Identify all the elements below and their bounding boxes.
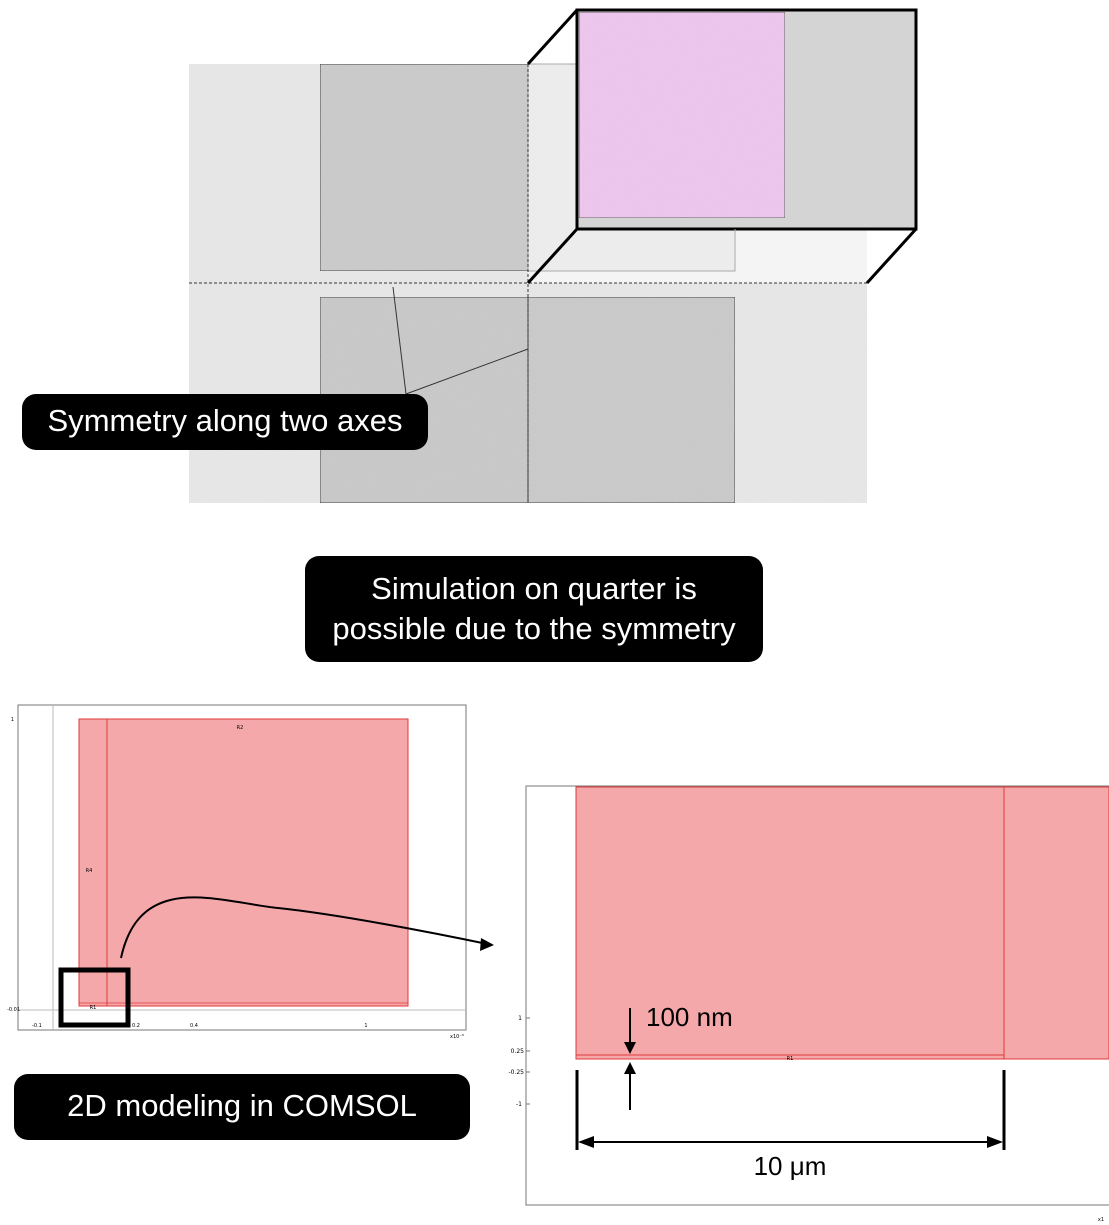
symmetry-label: Symmetry along two axes bbox=[22, 394, 428, 450]
zoom-arrow-curve bbox=[120, 896, 493, 959]
domain-label-r1: R1 bbox=[90, 1005, 97, 1011]
zoomed-domain-label: R1 bbox=[787, 1056, 794, 1062]
x-tick-1: 1 bbox=[364, 1023, 367, 1029]
thickness-annotation: 100 nm bbox=[646, 1002, 733, 1032]
symmetry-label-text: Symmetry along two axes bbox=[47, 403, 403, 438]
x-multiplier: x10⁻⁵ bbox=[450, 1034, 464, 1040]
y-tick-1: 1 bbox=[11, 717, 14, 723]
width-annotation: 10 μm bbox=[754, 1151, 827, 1181]
electrode-top-left bbox=[319, 63, 529, 272]
y-tick-minus-0.01: -0.01 bbox=[7, 1007, 20, 1013]
zoom-line-bottom-right bbox=[865, 227, 918, 285]
domain-label-r4: R4 bbox=[86, 868, 93, 874]
zoom-line-bottom-left bbox=[526, 227, 579, 285]
callout-line-1: Simulation on quarter is bbox=[371, 571, 697, 606]
thickness-arrowhead-down bbox=[624, 1042, 636, 1054]
modeling-label: 2D modeling in COMSOL bbox=[14, 1074, 470, 1140]
width-arrowhead-left bbox=[578, 1136, 594, 1148]
comsol-zoomed-plot: R1 1 0.25 -0.25 -1 100 nm 10 μm x1 bbox=[508, 785, 1109, 1223]
comsol-geometry-plot: R2 R4 R1 1 -0.01 -0.1 0.2 0.4 1 x10⁻⁵ bbox=[7, 704, 494, 1040]
zoom-y-tick-0.25: 0.25 bbox=[511, 1048, 525, 1055]
zoom-y-tick-1: 1 bbox=[518, 1015, 522, 1022]
callout-line-2: possible due to the symmetry bbox=[332, 611, 736, 646]
domain-label-r2: R2 bbox=[237, 725, 244, 731]
domain-r2 bbox=[78, 718, 409, 1007]
zoom-y-tick-minus-0.25: -0.25 bbox=[508, 1069, 524, 1076]
zoom-y-tick-minus-1: -1 bbox=[516, 1101, 522, 1108]
magnified-quarter-electrode bbox=[578, 11, 786, 219]
width-arrowhead-right bbox=[987, 1136, 1003, 1148]
electrode-bottom-right bbox=[527, 296, 736, 504]
modeling-label-text: 2D modeling in COMSOL bbox=[67, 1088, 417, 1123]
x-tick-0.4: 0.4 bbox=[190, 1023, 198, 1029]
corner-mark: x1 bbox=[1098, 1217, 1104, 1223]
zoom-selection-box bbox=[58, 967, 131, 1028]
zoom-line-top-left bbox=[526, 8, 579, 66]
quarter-zoom bbox=[526, 8, 918, 285]
pointer-line-2 bbox=[405, 348, 529, 395]
thickness-arrowhead-up bbox=[624, 1062, 636, 1074]
pointer-line-1 bbox=[392, 286, 407, 395]
x-tick-minus-0.1: -0.1 bbox=[32, 1023, 42, 1029]
quarter-simulation-callout: Simulation on quarter is possible due to… bbox=[305, 556, 763, 662]
x-tick-0.2: 0.2 bbox=[132, 1023, 140, 1029]
zoomed-domain bbox=[575, 786, 1109, 1060]
zoom-arrow-head bbox=[480, 938, 494, 951]
